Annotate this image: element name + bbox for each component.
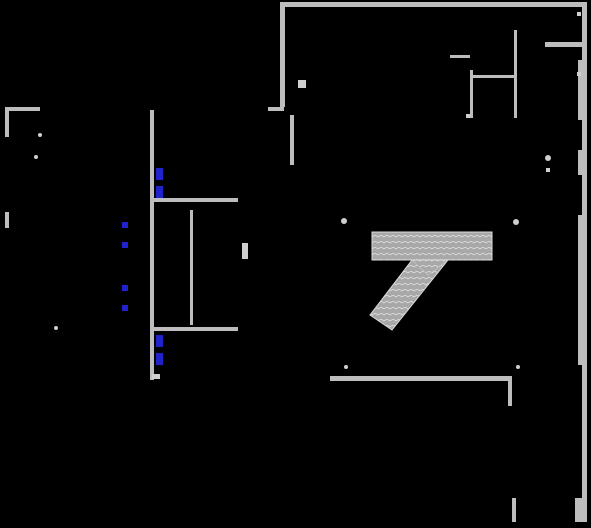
lower-partition <box>330 376 583 522</box>
staircase <box>369 231 493 331</box>
door-symbols <box>34 12 581 379</box>
corridor-partitions <box>150 110 294 380</box>
blue-fixtures <box>122 168 163 365</box>
outer-walls <box>5 2 587 522</box>
upper-right-rooms <box>450 30 583 365</box>
